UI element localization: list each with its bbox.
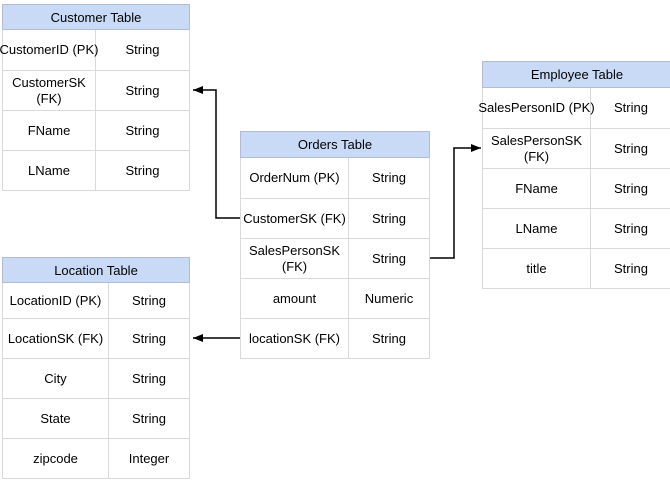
table-row: FName String xyxy=(3,110,189,150)
location-table-body: LocationID (PK) String LocationSK (FK) S… xyxy=(2,283,190,479)
field-type: String xyxy=(372,210,406,226)
field-type: Numeric xyxy=(364,290,414,306)
orders-table: Orders Table OrderNum (PK) String Custom… xyxy=(240,131,430,359)
field-name: LocationSK (FK) xyxy=(3,319,109,358)
customer-table: Customer Table CustomerID (PK) String Cu… xyxy=(0,4,190,191)
table-row: State String xyxy=(3,398,189,438)
field-type: String xyxy=(125,162,160,178)
table-row: SalesPersonSK (FK) String xyxy=(241,238,429,278)
field-name: SalesPersonID (PK) xyxy=(478,88,595,128)
field-type: String xyxy=(614,220,648,236)
field-name: CustomerSK (FK) xyxy=(241,199,349,238)
table-row: SalesPersonSK (FK) String xyxy=(483,128,670,168)
field-name: title xyxy=(483,249,591,288)
customer-table-body: CustomerID (PK) String CustomerSK (FK) S… xyxy=(0,30,190,191)
field-type: String xyxy=(132,292,166,308)
field-name: CustomerSK (FK) xyxy=(3,71,96,110)
table-row: SalesPersonID (PK) String xyxy=(478,88,670,128)
field-type: String xyxy=(614,100,648,115)
field-type: String xyxy=(125,42,160,57)
table-row: locationSK (FK) String xyxy=(241,318,429,358)
field-name: City xyxy=(3,359,109,398)
field-type: String xyxy=(614,260,648,276)
orders-table-title: Orders Table xyxy=(240,131,430,158)
field-name: OrderNum (PK) xyxy=(241,158,349,198)
table-row: LName String xyxy=(3,150,189,190)
field-type: String xyxy=(614,180,648,196)
employee-table-title: Employee Table xyxy=(482,61,670,88)
field-name: LName xyxy=(3,151,96,190)
table-row: LName String xyxy=(483,208,670,248)
table-row: amount Numeric xyxy=(241,278,429,318)
field-name: SalesPersonSK (FK) xyxy=(241,239,349,278)
employee-table-body: SalesPersonID (PK) String SalesPersonSK … xyxy=(478,88,670,289)
field-type: String xyxy=(614,140,648,156)
field-type: String xyxy=(125,82,160,98)
field-type: String xyxy=(132,410,166,426)
table-row: CustomerSK (FK) String xyxy=(3,70,189,110)
field-name: zipcode xyxy=(3,439,109,478)
field-type: String xyxy=(372,250,406,266)
field-type: Integer xyxy=(128,450,170,466)
field-name: locationSK (FK) xyxy=(241,319,349,358)
field-name: LocationID (PK) xyxy=(3,283,109,318)
orders-table-body: OrderNum (PK) String CustomerSK (FK) Str… xyxy=(240,158,430,359)
table-row: LocationID (PK) String xyxy=(3,283,189,318)
location-table: Location Table LocationID (PK) String Lo… xyxy=(2,257,190,479)
table-row: LocationSK (FK) String xyxy=(3,318,189,358)
connector-orders-customer xyxy=(193,86,240,219)
location-table-title: Location Table xyxy=(2,257,190,283)
field-type: String xyxy=(125,122,160,138)
field-name: LName xyxy=(483,209,591,248)
field-name: FName xyxy=(483,169,591,208)
field-type: String xyxy=(372,170,406,185)
table-row: zipcode Integer xyxy=(3,438,189,478)
table-row: FName String xyxy=(483,168,670,208)
customer-table-title: Customer Table xyxy=(2,4,190,30)
table-row: CustomerSK (FK) String xyxy=(241,198,429,238)
field-name: FName xyxy=(3,111,96,150)
table-row: title String xyxy=(483,248,670,288)
table-row: CustomerID (PK) String xyxy=(0,30,189,70)
employee-table: Employee Table SalesPersonID (PK) String… xyxy=(478,61,670,289)
field-type: String xyxy=(132,330,166,346)
field-name: amount xyxy=(241,279,349,318)
field-name: SalesPersonSK (FK) xyxy=(483,129,591,168)
table-row: OrderNum (PK) String xyxy=(241,158,429,198)
connector-orders-employee xyxy=(430,144,481,259)
field-name: State xyxy=(3,399,109,438)
table-row: City String xyxy=(3,358,189,398)
field-name: CustomerID (PK) xyxy=(0,30,98,70)
field-type: String xyxy=(372,330,406,346)
field-type: String xyxy=(132,370,166,386)
